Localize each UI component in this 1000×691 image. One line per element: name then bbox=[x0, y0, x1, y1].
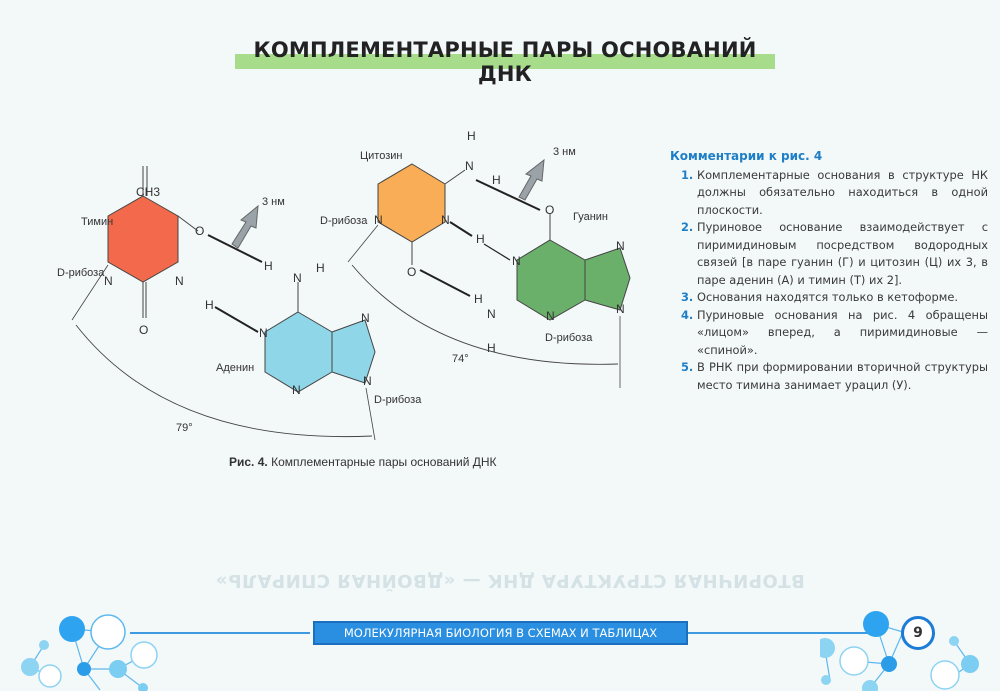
distance-label-2: 3 нм bbox=[553, 146, 576, 158]
comment-item: 3.Основания находятся только в кетоформе… bbox=[681, 290, 958, 304]
guanine-label: Гуанин bbox=[573, 211, 608, 223]
comments-list: 1.Комплементарные основания в структуре … bbox=[670, 167, 988, 395]
molecule-decoration-left bbox=[21, 614, 158, 691]
svg-text:N: N bbox=[292, 383, 301, 397]
bleed-through-text: ВТОРИЧНАЯ СТРУКТУРА ДНК — «ДВОЙНАЯ СПИРА… bbox=[215, 570, 805, 591]
comment-item: 4.Пуриновые основания на рис. 4 обращены… bbox=[681, 307, 988, 357]
molecule-decoration-right bbox=[820, 611, 979, 691]
cytosine-ribose-label: D-рибоза bbox=[320, 215, 368, 227]
caption-text: Комплементарные пары оснований ДНК bbox=[271, 455, 497, 469]
thymine-label: Тимин bbox=[81, 216, 113, 228]
comments-panel: Комментарии к рис. 4 1.Комплементарные о… bbox=[670, 148, 988, 394]
svg-text:N: N bbox=[104, 274, 113, 288]
comment-item: 2.Пуриновое основание взаимодействует с … bbox=[681, 220, 988, 287]
svg-text:N: N bbox=[616, 302, 625, 316]
guanine-ring-5 bbox=[584, 247, 631, 311]
thymine-ribose-label: D-рибоза bbox=[57, 267, 105, 279]
svg-text:N: N bbox=[175, 274, 184, 288]
svg-text:N: N bbox=[546, 309, 555, 323]
svg-text:H: H bbox=[205, 298, 214, 312]
svg-text:H: H bbox=[492, 173, 501, 187]
distance-label-1: 3 нм bbox=[262, 196, 285, 208]
svg-text:N: N bbox=[465, 159, 474, 173]
base-pairs-diagram: CH3 Тимин D-рибоза N N O O N H H N N N N… bbox=[0, 100, 660, 460]
cytosine-label: Цитозин bbox=[360, 150, 402, 162]
guanine-ribose-label: D-рибоза bbox=[545, 332, 593, 344]
page-title: КОМПЛЕМЕНТАРНЫЕ ПАРЫ ОСНОВАНИЙ ДНК bbox=[253, 38, 757, 86]
svg-text:N: N bbox=[293, 271, 302, 285]
svg-text:O: O bbox=[139, 323, 148, 337]
footer-rule-left bbox=[130, 632, 310, 634]
title-highlight-bar bbox=[235, 54, 775, 69]
footer-band: МОЛЕКУЛЯРНАЯ БИОЛОГИЯ В СХЕМАХ И ТАБЛИЦА… bbox=[313, 621, 688, 645]
svg-text:O: O bbox=[407, 265, 416, 279]
svg-text:O: O bbox=[195, 224, 204, 238]
ch3-label: CH3 bbox=[136, 185, 160, 199]
guanine-ring bbox=[516, 239, 586, 321]
angle-gc-label: 74° bbox=[452, 353, 469, 365]
svg-text:N: N bbox=[487, 307, 496, 321]
svg-text:N: N bbox=[363, 374, 372, 388]
svg-text:N: N bbox=[374, 213, 383, 227]
page-title-block: КОМПЛЕМЕНТАРНЫЕ ПАРЫ ОСНОВАНИЙ ДНК bbox=[235, 36, 775, 86]
adenine-ribose-label: D-рибоза bbox=[374, 394, 422, 406]
footer-rule-right bbox=[688, 632, 868, 634]
direction-arrow-2 bbox=[518, 158, 545, 201]
thymine-ring bbox=[107, 195, 179, 283]
figure-caption: Рис. 4. Комплементарные пары оснований Д… bbox=[229, 455, 497, 469]
comment-item: 5.В РНК при формировании вторичной струк… bbox=[681, 360, 988, 392]
svg-text:H: H bbox=[467, 129, 476, 143]
adenine-label: Аденин bbox=[216, 362, 254, 374]
cytosine-ring bbox=[377, 163, 446, 243]
adenine-ring bbox=[264, 311, 333, 393]
caption-label: Рис. 4. bbox=[229, 455, 268, 469]
angle-at-label: 79° bbox=[176, 422, 193, 434]
svg-text:N: N bbox=[616, 239, 625, 253]
svg-text:H: H bbox=[264, 259, 273, 273]
page-number: 9 bbox=[901, 616, 935, 650]
svg-text:H: H bbox=[487, 341, 496, 355]
comment-item: 1.Комплементарные основания в структуре … bbox=[681, 167, 988, 217]
svg-text:N: N bbox=[512, 254, 521, 268]
adenine-ring-5 bbox=[331, 319, 376, 384]
svg-text:H: H bbox=[316, 261, 325, 275]
svg-text:N: N bbox=[441, 213, 450, 227]
svg-text:N: N bbox=[361, 311, 370, 325]
svg-text:N: N bbox=[259, 326, 268, 340]
svg-text:H: H bbox=[474, 292, 483, 306]
comments-heading: Комментарии к рис. 4 bbox=[670, 149, 823, 163]
svg-text:H: H bbox=[476, 232, 485, 246]
svg-text:O: O bbox=[545, 203, 554, 217]
direction-arrow-1 bbox=[231, 204, 259, 249]
